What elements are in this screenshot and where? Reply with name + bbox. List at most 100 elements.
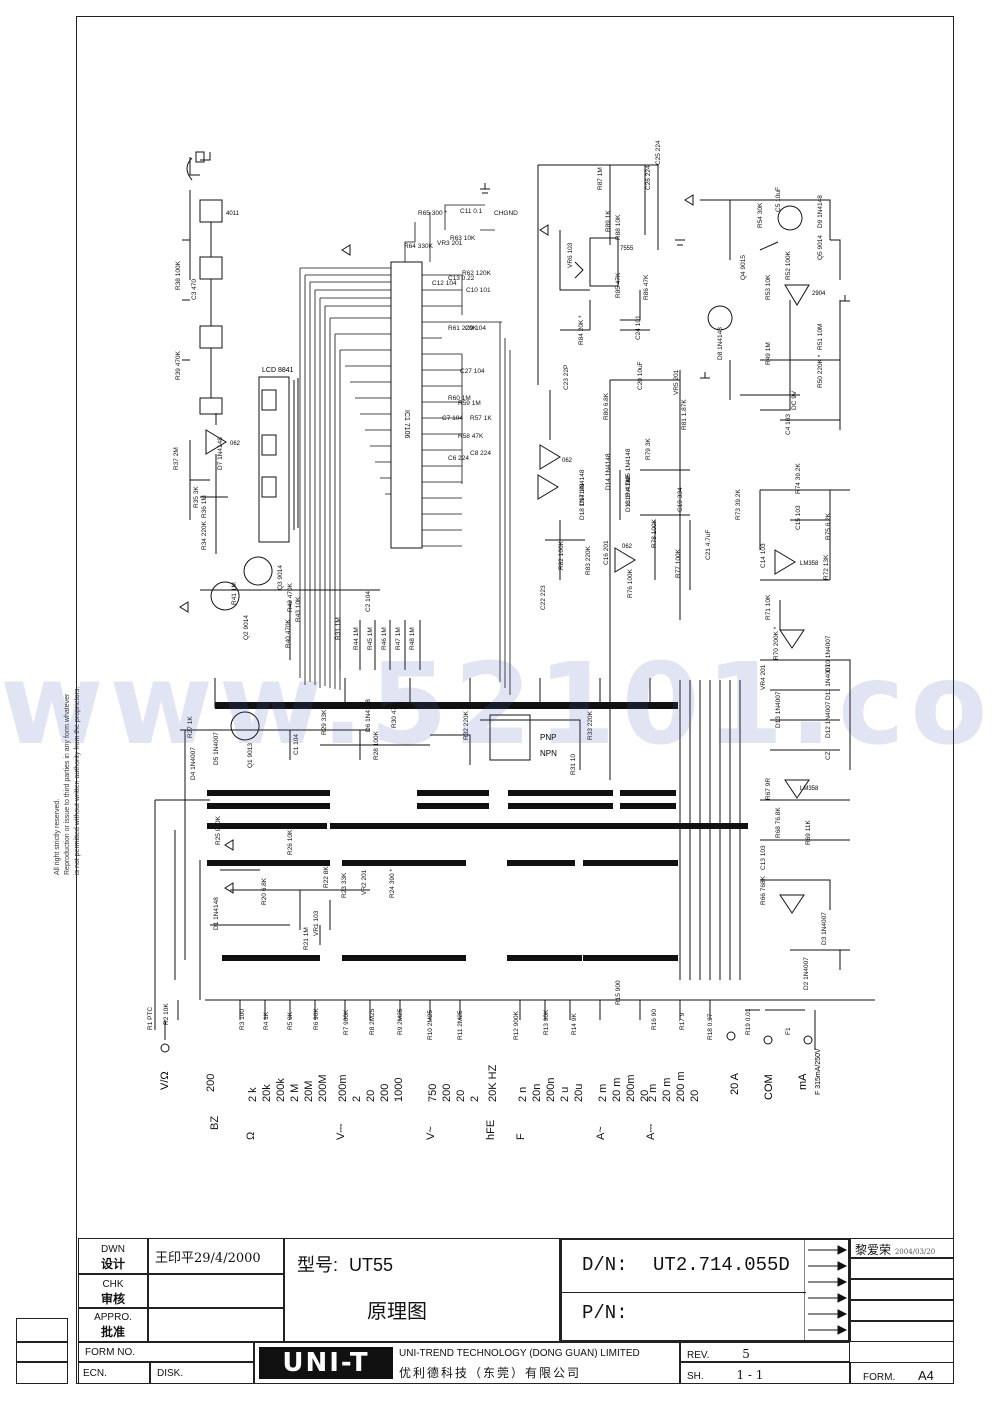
u8-opamp	[537, 390, 585, 580]
approver-signature: 黎爱荣	[855, 1243, 892, 1257]
label-vr6: VR6 103	[567, 242, 574, 268]
appro-label-cn: 批准	[100, 1325, 125, 1339]
range-value: 2	[351, 1096, 363, 1102]
label-c2: C2 104	[365, 591, 372, 612]
dwn-label-cn: 设计	[100, 1257, 125, 1271]
label-r77: R77 100K	[675, 548, 682, 578]
tb-model-cell: 型号: UT55 原理图	[284, 1238, 560, 1342]
label-c26: C26 224	[645, 165, 652, 190]
label-r11: R11 2M25	[457, 1010, 464, 1040]
range-value: 2 m	[597, 1084, 609, 1102]
rev-label: REV.	[687, 1350, 710, 1361]
tb-appro-cell: APPRO. 批准	[78, 1308, 148, 1342]
label-c25: C25 224	[655, 140, 662, 165]
label-q3: Q3 9014	[277, 565, 284, 590]
range-symbol: A~	[595, 1126, 607, 1140]
label-r84: R84 20K *	[578, 315, 585, 345]
range-value: 20n	[531, 1084, 543, 1102]
terminal-com-label: COM	[763, 1074, 775, 1100]
u5-opamp	[784, 284, 810, 306]
label-r52: R52 100K	[785, 250, 792, 280]
range-value: 200	[441, 1084, 453, 1102]
ic1-7106	[390, 261, 423, 549]
range-value: 20K HZ	[487, 1064, 499, 1102]
label-r64: R64 330K	[404, 243, 434, 250]
label-r68: R68 76.8K	[775, 807, 782, 838]
label-r31: R31 10	[570, 754, 577, 775]
label-r21: R21 1M	[303, 927, 310, 950]
label-d7: D7 1N4148	[217, 437, 224, 470]
label-r83: R83 220K	[585, 545, 592, 575]
range-value: 2 u	[559, 1087, 571, 1102]
u4-label: LM358	[800, 786, 819, 792]
range-value: 200n	[545, 1078, 557, 1102]
label-d5: D5 1N4007	[213, 732, 220, 765]
label-q2: Q2 9014	[243, 615, 250, 640]
tb-form-no-cell: FORM NO.	[78, 1342, 254, 1362]
label-dc: DC 9V	[791, 390, 798, 410]
label-vr4: VR4 201	[760, 664, 767, 690]
label-r10: R10 2M25	[427, 1010, 434, 1040]
label-c11: C11 0.1	[460, 208, 483, 215]
u7-7555	[589, 237, 619, 287]
dn-label: D/N:	[582, 1254, 628, 1276]
label-r86: R86 47K	[643, 274, 650, 300]
label-q4: Q4 9015	[740, 255, 747, 280]
range-value: 20	[639, 1090, 651, 1102]
label-r70: R70 200K *	[773, 626, 780, 660]
tb-ecn-cell: ECN.	[78, 1362, 150, 1384]
label-r58: R58 47K	[458, 433, 484, 440]
label-d1: D1 1N4148	[213, 897, 220, 930]
range-symbol: BZ	[209, 1116, 221, 1130]
npn-label: NPN	[540, 749, 557, 758]
label-r32: R32 220K	[463, 710, 470, 740]
label-r36: R36 1M	[201, 495, 208, 518]
label-r28: R28 100K	[373, 730, 380, 760]
label-r54: R54 30K	[757, 202, 764, 228]
label-r3: R3 100	[239, 1009, 246, 1030]
label-r12: R12 900K	[513, 1010, 520, 1040]
range-value: 20	[689, 1090, 701, 1102]
range-value: 200M	[317, 1074, 329, 1102]
range-value: 1000	[393, 1078, 405, 1102]
terminal-ma-label: mA	[797, 1073, 809, 1090]
label-r76: R76 100K	[627, 568, 634, 598]
tb-appro-sign-cell	[148, 1308, 284, 1342]
range-value: 20u	[573, 1084, 585, 1102]
label-c12: C12 104	[432, 280, 457, 287]
label-r75: R75 6.2K	[825, 512, 832, 540]
form-no-label: FORM NO.	[85, 1347, 135, 1358]
appro-label: APPRO.	[94, 1312, 132, 1323]
label-r74: R74 39.2K	[795, 463, 802, 494]
u2-label: 062	[230, 441, 241, 447]
tb-rev-row-4	[850, 1321, 954, 1342]
label-c6: C6 224	[448, 455, 469, 462]
label-r59: R59 1M	[458, 400, 481, 407]
label-d9: D9 1N4148	[817, 195, 824, 228]
pn-label: P/N:	[582, 1302, 628, 1324]
label-vr3: VR3 201	[437, 240, 463, 247]
label-r72: R72 13K	[823, 554, 830, 580]
tb-left-blank-2	[16, 1342, 68, 1362]
label-r18: R18 0.97	[707, 1013, 714, 1040]
label-vr2: VR2 201	[361, 869, 368, 895]
label-r67: R67 9R	[765, 778, 772, 800]
range-value: 2 k	[247, 1087, 259, 1102]
designer-signature: 王印平29/4/2000	[155, 1251, 261, 1266]
label-r16: R16 90	[651, 1009, 658, 1030]
label-d14: D14 1N4148	[605, 453, 612, 490]
label-r88: R88 10K	[615, 214, 622, 240]
tb-form-cell: FORM. A4	[850, 1362, 954, 1384]
range-value: 20 m	[661, 1078, 673, 1102]
tb-dwn-cell: DWN 设计	[78, 1238, 148, 1274]
label-r89: R89 1K	[605, 210, 612, 232]
range-value: 20M	[303, 1081, 315, 1102]
tb-designer-cell: 王印平29/4/2000	[148, 1238, 284, 1274]
company-name-cn: 优利德科技（东莞）有限公司	[399, 1366, 582, 1380]
label-r34: R34 220K	[201, 520, 208, 550]
range-value: 20 m	[611, 1078, 623, 1102]
form-value: A4	[918, 1368, 934, 1383]
